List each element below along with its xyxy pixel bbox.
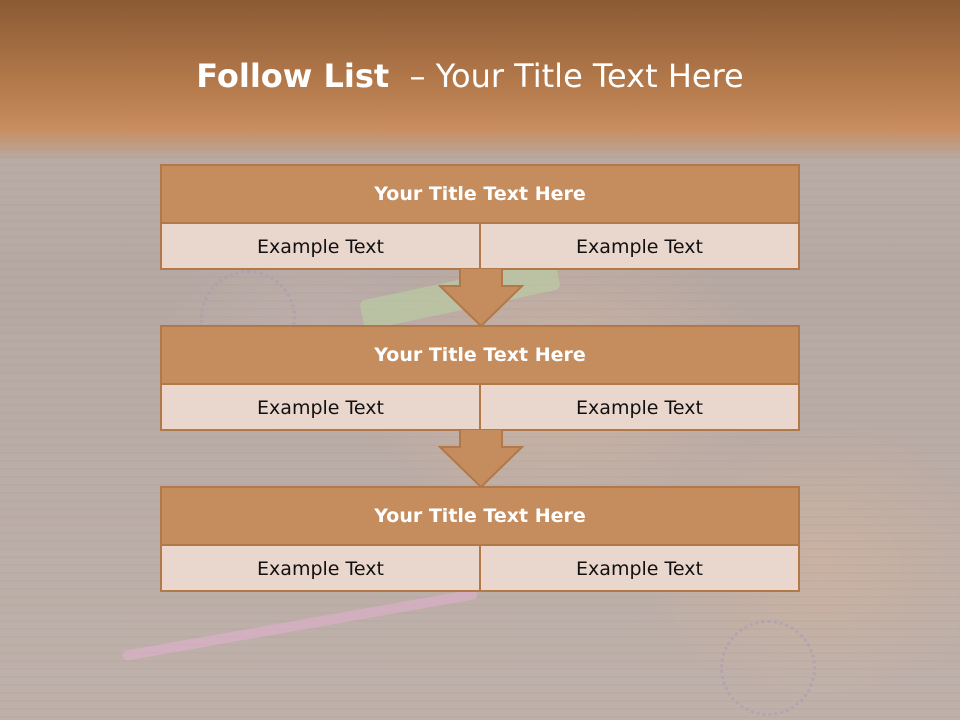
background-flower [720,620,816,716]
step-right-text: Example Text [576,558,703,580]
down-arrow-icon [438,429,524,489]
down-arrow-icon [438,268,524,328]
step-title: Your Title Text Here [162,327,798,385]
slide-title: Follow List – Your Title Text Here [0,52,940,100]
title-rest-text: – Your Title Text Here [389,57,744,95]
step-title: Your Title Text Here [162,166,798,224]
title-bold-text: Follow List [196,57,390,95]
step-box-3: Your Title Text Here Example Text Exampl… [160,486,800,592]
step-left-text: Example Text [162,385,481,431]
step-right-text: Example Text [576,236,703,258]
step-row: Example Text Example Text [162,224,798,270]
step-box-2: Your Title Text Here Example Text Exampl… [160,325,800,431]
step-row: Example Text Example Text [162,546,798,592]
step-row: Example Text Example Text [162,385,798,431]
title-band [0,0,960,160]
step-left-text: Example Text [162,224,481,270]
step-title: Your Title Text Here [162,488,798,546]
step-box-1: Your Title Text Here Example Text Exampl… [160,164,800,270]
step-right-text: Example Text [576,397,703,419]
step-left-text: Example Text [162,546,481,592]
